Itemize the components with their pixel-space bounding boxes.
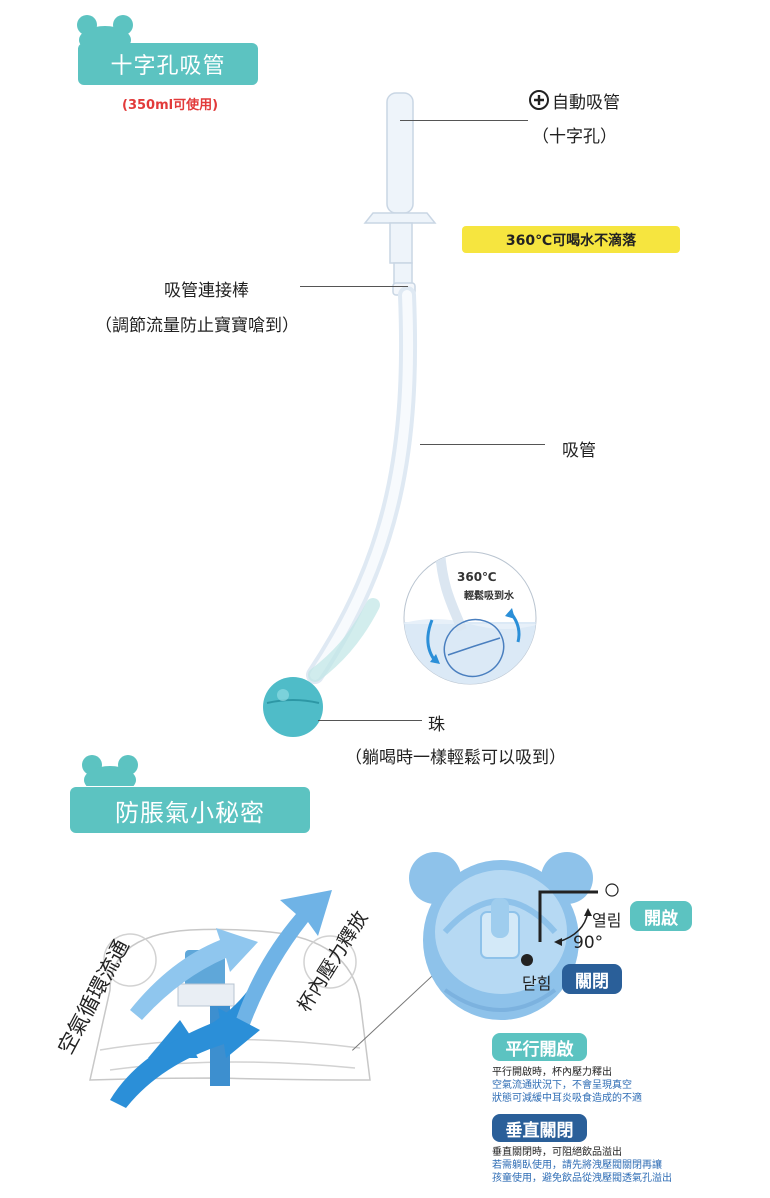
circle-text-360: 360℃ [457,570,497,584]
label-auto-straw: 自動吸管 [552,93,620,113]
bear-ears-icon [77,15,133,46]
leader-line-bead [318,720,422,721]
highlight-no-drip: 360℃可喝水不滴落 [462,226,680,253]
label-bead: 珠 [428,715,445,735]
vertical-line-1: 垂直關閉時，可阻絕飲品溢出 [492,1147,622,1158]
closed-dot-icon [521,954,533,966]
plus-circle-icon [529,90,549,110]
parallel-line-1: 平行開啟時，杯內壓力釋出 [492,1067,612,1078]
label-straw: 吸管 [562,441,596,461]
parallel-open-badge: 平行開啟 [492,1033,587,1061]
leader-line-auto-straw [400,120,528,121]
parallel-line-2: 空氣流通狀況下，不會呈現真空 [492,1080,632,1091]
parallel-line-3: 狀態可減緩中耳炎吸食造成的不適 [492,1093,642,1104]
straw-illustration [263,92,437,737]
label-connector: 吸管連接棒 [164,281,249,301]
bear-ears-icon-2 [82,755,138,786]
cup-airflow-illustration [89,890,371,1108]
circle-inset-360 [403,551,537,685]
angle-label: 90° [573,933,604,953]
vertical-line-3: 孩童使用，避免飲品從洩壓閥透氣孔溢出 [492,1173,672,1184]
circle-text-easy: 輕鬆吸到水 [464,591,514,602]
close-badge: 關閉 [562,964,622,994]
open-korean-label: 열림 [592,911,622,930]
leader-line-straw [420,444,545,445]
section-title-cross-straw: 十字孔吸管 [78,43,258,85]
vertical-close-badge: 垂直關閉 [492,1114,587,1142]
angle-diagram [538,883,619,946]
open-badge: 開啟 [630,901,692,931]
label-bead-desc: （躺喝時一樣輕鬆可以吸到） [345,748,566,768]
vertical-line-2: 若需躺臥使用，請先將洩壓閥關閉再讓 [492,1160,662,1171]
label-connector-desc: （調節流量防止寶寶嗆到） [95,316,299,336]
close-korean-label: 닫힘 [522,974,552,993]
capacity-note: (350ml可使用) [122,98,219,113]
leader-line-connector [300,286,408,287]
section-title-anti-colic: 防脹氣小秘密 [70,787,310,833]
label-cross-hole: （十字孔） [532,127,617,147]
